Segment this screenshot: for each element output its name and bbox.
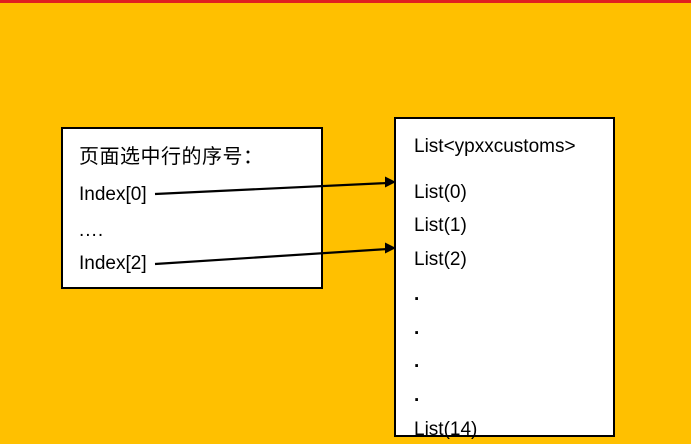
- index-entry-0: Index[0]: [79, 184, 147, 205]
- top-red-rule: [0, 0, 691, 3]
- list-ellipsis-dot: .: [414, 284, 420, 305]
- list-row: List(1): [414, 215, 467, 236]
- list-row: List(14): [414, 419, 478, 440]
- selected-index-title: 页面选中行的序号：: [79, 144, 264, 168]
- list-type-header: List<ypxxcustoms>: [414, 136, 576, 157]
- list-ellipsis-dot: .: [414, 318, 420, 339]
- list-box: List<ypxxcustoms> List(0) List(1) List(2).…: [394, 117, 615, 440]
- list-ellipsis-dot: .: [414, 385, 420, 406]
- list-ellipsis-dot: .: [414, 351, 420, 372]
- index-entry-2: Index[2]: [79, 253, 147, 274]
- index-entry-ellipsis: ....: [79, 220, 105, 241]
- selected-index-box: 页面选中行的序号： Index[0] .... Index[2]: [61, 127, 323, 289]
- list-row: List(2): [414, 249, 467, 270]
- list-row: List(0): [414, 182, 467, 203]
